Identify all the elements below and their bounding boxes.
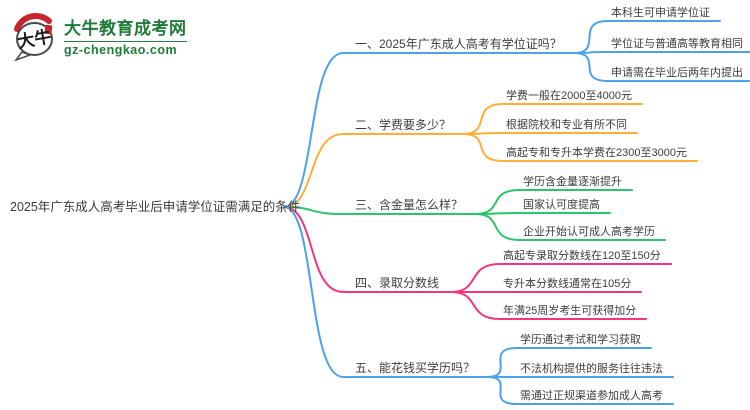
logo-seal bbox=[44, 24, 53, 35]
child-label: 高起专和专升本学费在2300至3000元 bbox=[506, 147, 687, 159]
child-link bbox=[573, 52, 750, 82]
child-label: 年满25周岁考生可获得加分 bbox=[503, 305, 637, 317]
child-label: 学历通过考试和学习获取 bbox=[520, 334, 641, 346]
child-link bbox=[486, 376, 674, 405]
logo-icon: 大牛 bbox=[12, 11, 58, 66]
branch-link bbox=[283, 206, 476, 215]
logo: 大牛 大牛教育成考网 gz-chengkao.com bbox=[12, 11, 187, 66]
branch-label: 四、录取分数线 bbox=[355, 276, 440, 290]
child-label: 高起专录取分数线在120至150分 bbox=[503, 250, 661, 262]
child-link bbox=[474, 213, 666, 241]
child-label: 国家认可度提高 bbox=[523, 199, 600, 211]
child-label: 学位证与普通高等教育相同 bbox=[611, 38, 743, 50]
logo-domain: gz-chengkao.com bbox=[64, 41, 187, 58]
child-link bbox=[486, 347, 652, 378]
child-label: 学费一般在2000至4000元 bbox=[506, 90, 632, 102]
logo-bubble bbox=[16, 22, 53, 56]
child-link bbox=[573, 51, 750, 54]
child-label: 申请需在毕业后两年内提出 bbox=[611, 67, 743, 79]
logo-bubble-tail bbox=[13, 51, 33, 62]
child-label: 本科生可申请学位证 bbox=[611, 7, 710, 19]
mindmap-root-title: 2025年广东成人高考毕业后申请学位证需满足的条件 bbox=[10, 200, 301, 214]
branch-label: 二、学费要多少？ bbox=[355, 118, 452, 132]
logo-red-arc bbox=[14, 12, 52, 32]
child-label: 不法机构提供的服务往往违法 bbox=[520, 363, 663, 375]
branch-label: 五、能花钱买学历吗？ bbox=[355, 361, 476, 375]
child-label: 企业开始认可成人高考学历 bbox=[523, 226, 655, 238]
branch-link bbox=[283, 52, 575, 208]
branch-link bbox=[283, 133, 464, 208]
child-link bbox=[450, 263, 672, 293]
child-label: 根据院校和专业有所不同 bbox=[506, 119, 627, 131]
child-link bbox=[450, 291, 647, 320]
child-link bbox=[573, 20, 721, 54]
branch-label: 三、含金量怎么样？ bbox=[355, 198, 464, 212]
branch-label: 一、2025年广东成人高考有学位证吗？ bbox=[355, 37, 562, 51]
child-label: 学历含金量逐渐提升 bbox=[523, 176, 622, 188]
child-link bbox=[462, 103, 643, 135]
branch-link bbox=[283, 206, 488, 378]
child-label: 需通过正规渠道参加成人高考 bbox=[520, 390, 663, 402]
child-link bbox=[462, 133, 698, 162]
child-link bbox=[462, 132, 638, 135]
child-label: 专升本分数线通常在105分 bbox=[503, 278, 632, 290]
child-link bbox=[474, 212, 611, 215]
branch-link bbox=[283, 206, 452, 293]
logo-site-name: 大牛教育成考网 bbox=[64, 19, 187, 38]
